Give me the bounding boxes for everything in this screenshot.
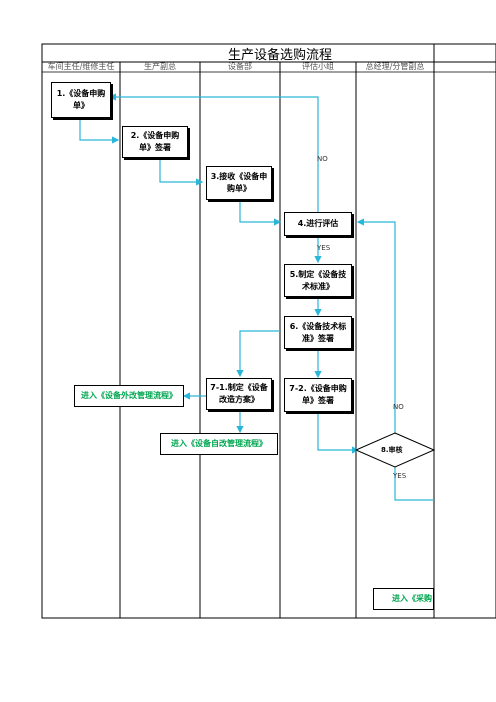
step-3-box: 3.接收《设备申购单》 <box>206 166 272 200</box>
arrow-8-no-back <box>356 218 396 433</box>
arrow-3-4 <box>239 200 282 226</box>
step-7-1-box: 7-1.制定《设备改造方案》 <box>206 378 272 410</box>
no-label-step8: NO <box>393 403 404 411</box>
step-7-2-box: 7-2.《设备申购单》签署 <box>284 378 352 412</box>
step-1-box: 1.《设备申购单》 <box>51 82 111 118</box>
self-process-link[interactable]: 进入《设备自改管理流程》 <box>160 433 278 455</box>
yes-label-step4: YES <box>317 244 331 252</box>
arrow-8-yes <box>394 467 434 501</box>
decision-label: 8.审核 <box>381 446 403 454</box>
external-process-link[interactable]: 进入《设备外改管理流程》 <box>74 385 184 407</box>
step-5-box: 5.制定《设备技术标准》 <box>284 264 352 297</box>
column-header-workshop: 车间主任/维修主任 <box>47 62 115 71</box>
step-6-box: 6.《设备技术标准》签署 <box>284 316 352 349</box>
arrow-4-no-back <box>108 93 319 212</box>
column-header-vp-production: 生产副总 <box>144 62 176 71</box>
column-header-equipment-dept: 设备部 <box>228 62 252 71</box>
arrow-72-8 <box>317 412 360 454</box>
step-4-box: 4.进行评估 <box>284 212 352 236</box>
step-2-box: 2.《设备申购单》签署 <box>122 126 188 158</box>
arrow-6-71 <box>236 330 280 378</box>
page-title: 生产设备选购流程 <box>227 48 332 63</box>
arrow-1-2 <box>79 118 120 144</box>
no-label-step4: NO <box>317 155 328 163</box>
purchase-process-link[interactable]: 进入《采购 <box>373 588 434 610</box>
column-header-evaluation-group: 评估小组 <box>302 62 334 71</box>
arrow-2-3 <box>159 158 204 186</box>
column-header-general-manager: 总经理/分管副总 <box>365 62 425 71</box>
yes-label-step8: YES <box>393 472 407 480</box>
